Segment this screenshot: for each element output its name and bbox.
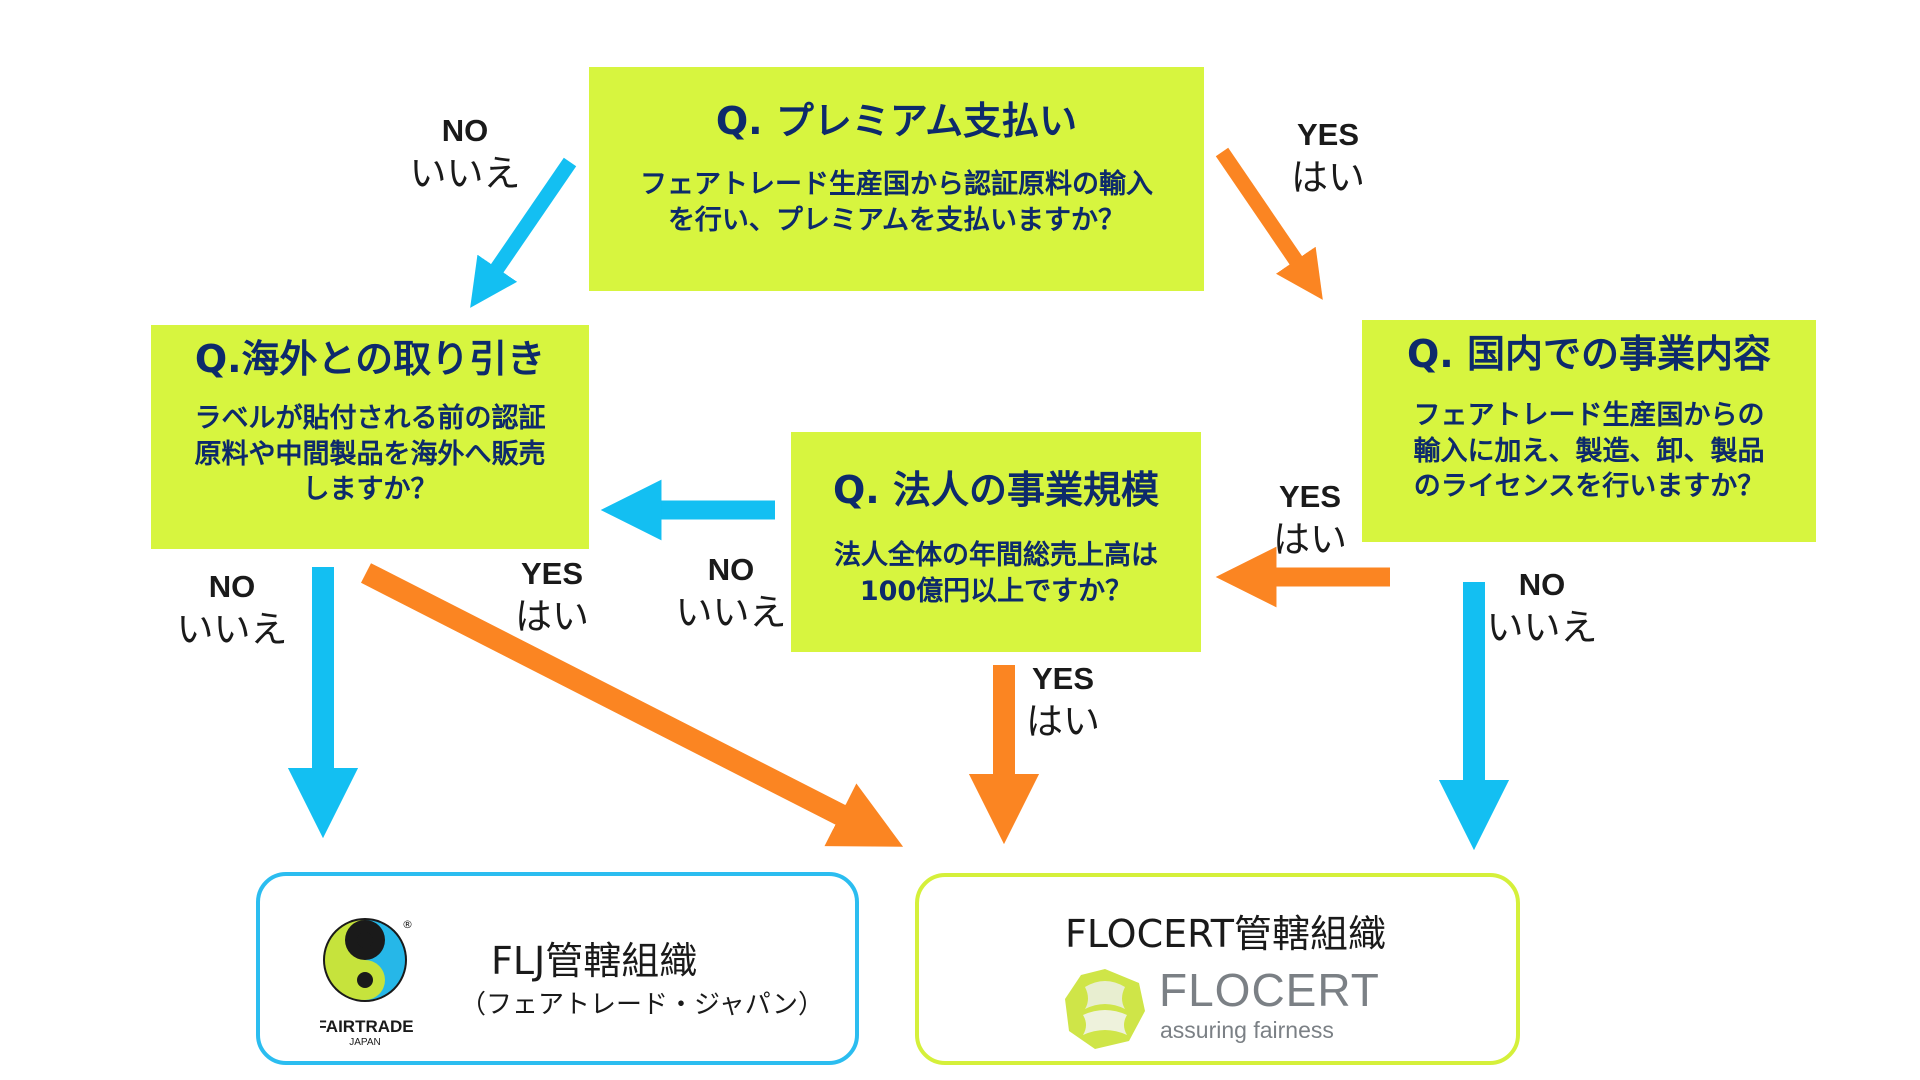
label-q3-no: NO いいえ	[1486, 567, 1598, 649]
question-premium-body: フェアトレード生産国から認証原料の輸入 を行い、プレミアムを支払いますか？	[640, 168, 1153, 237]
flocert-logo-text: FLOCERT	[1159, 964, 1380, 1016]
fairtrade-logo-icon: ® FAIRTRADE JAPAN	[320, 918, 414, 1048]
arrow-q1-no	[470, 157, 577, 308]
label-q2-yes: YES はい	[515, 556, 589, 638]
label-q1-yes: YES はい	[1291, 117, 1365, 199]
question-overseas-title: Q.海外との取り引き	[194, 337, 546, 381]
question-overseas-box: Q.海外との取り引き ラベルが貼付される前の認証 原料や中間製品を海外へ販売 し…	[151, 325, 589, 549]
label-q2-no: NO いいえ	[176, 569, 288, 651]
result-flj-title: FLJ管轄組織	[491, 939, 698, 983]
label-q1-no: NO いいえ	[409, 113, 521, 195]
flocert-logo-tagline: assuring fairness	[1160, 1017, 1334, 1043]
result-flocert-box: FLOCERT管轄組織 FLOCERT assuring fairness	[915, 873, 1520, 1065]
question-scale-body: 法人全体の年間総売上高は 100億円以上ですか？	[834, 539, 1158, 608]
label-q4-yes: YES はい	[1026, 661, 1100, 743]
question-domestic-title: Q. 国内での事業内容	[1407, 332, 1771, 376]
arrow-q1-yes	[1215, 147, 1323, 300]
svg-text:FAIRTRADE: FAIRTRADE	[320, 1017, 414, 1036]
label-q3-yes: YES はい	[1273, 479, 1347, 561]
result-flj-subtitle: （フェアトレード・ジャパン）	[460, 990, 825, 1020]
question-scale-box: Q. 法人の事業規模 法人全体の年間総売上高は 100億円以上ですか？	[791, 432, 1201, 652]
question-overseas-body: ラベルが貼付される前の認証 原料や中間製品を海外へ販売 しますか？	[194, 402, 546, 506]
label-q4-no: NO いいえ	[675, 552, 787, 634]
question-domestic-box: Q. 国内での事業内容 フェアトレード生産国からの 輸入に加え、製造、卸、製品 …	[1362, 320, 1816, 542]
question-premium-box: Q. プレミアム支払い フェアトレード生産国から認証原料の輸入 を行い、プレミア…	[589, 67, 1204, 291]
result-flocert-title: FLOCERT管轄組織	[1065, 912, 1386, 956]
question-domestic-body: フェアトレード生産国からの 輸入に加え、製造、卸、製品 のライセンスを行いますか…	[1413, 399, 1765, 503]
question-premium-title: Q. プレミアム支払い	[715, 99, 1078, 143]
result-flj-box: ® FAIRTRADE JAPAN FLJ管轄組織 （フェアトレード・ジャパン）	[256, 872, 859, 1065]
svg-text:®: ®	[402, 918, 413, 931]
svg-text:JAPAN: JAPAN	[349, 1037, 381, 1048]
arrow-q2-yes	[361, 563, 904, 847]
question-scale-title: Q. 法人の事業規模	[833, 468, 1159, 512]
flocert-logo-icon	[1065, 969, 1145, 1049]
